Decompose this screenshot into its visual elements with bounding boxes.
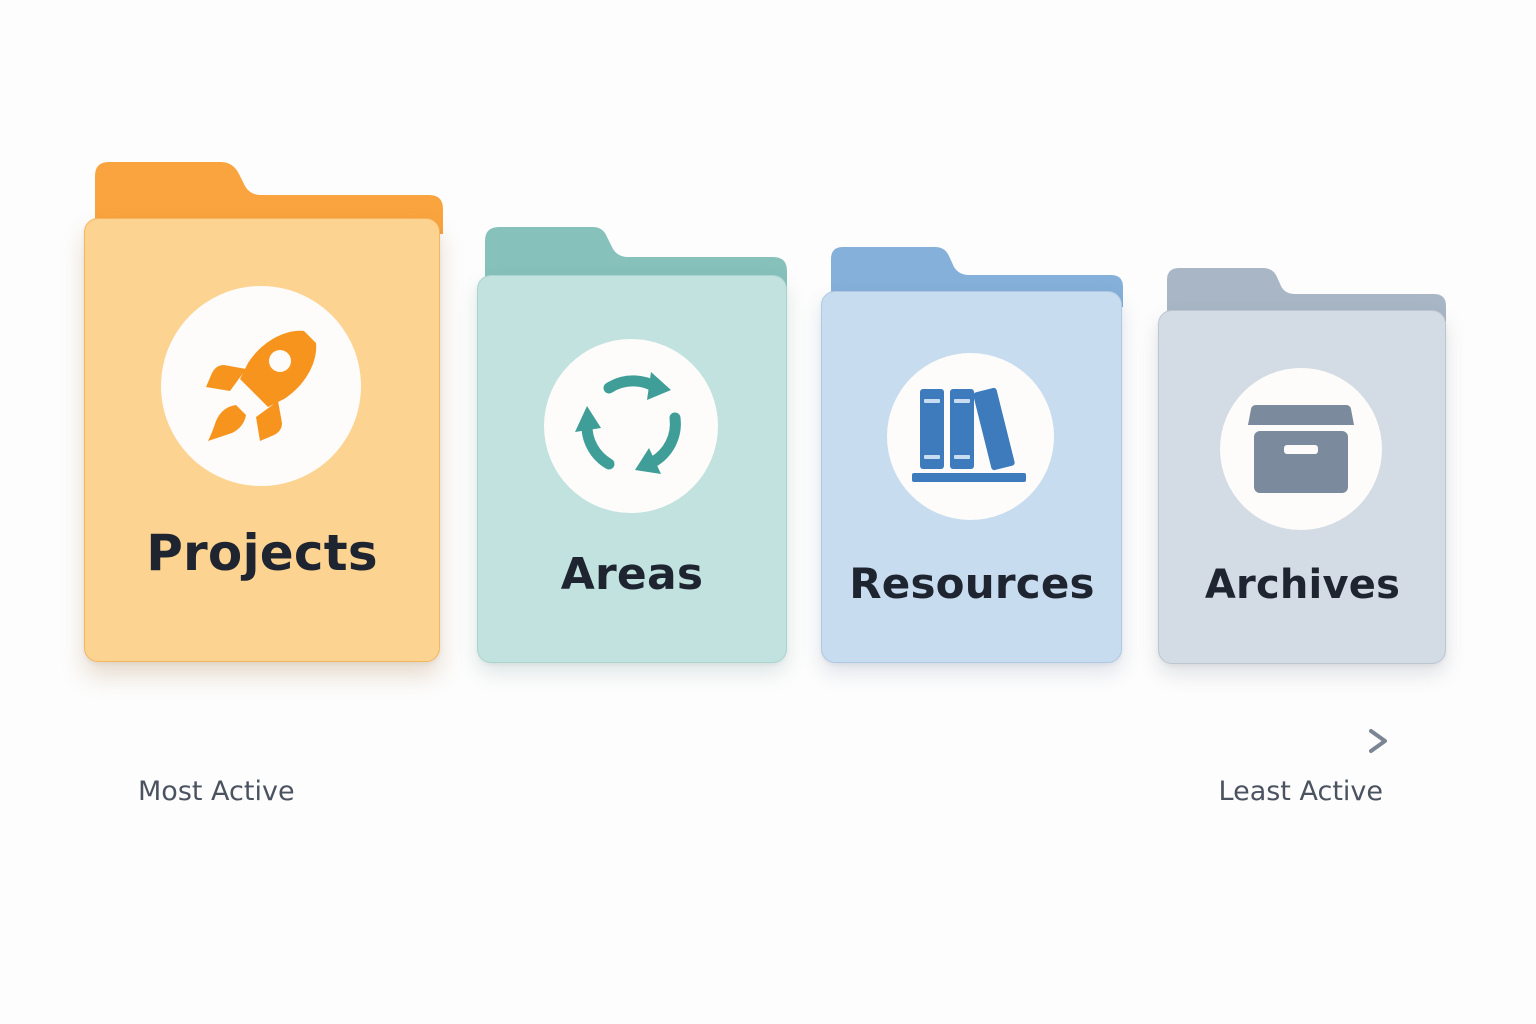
folder-areas[interactable]: Areas: [477, 227, 787, 663]
icon-circle: [887, 353, 1054, 520]
folder-label: Projects: [146, 524, 378, 582]
books-icon: [911, 387, 1026, 482]
folder-label: Resources: [849, 559, 1095, 608]
folder-tab: [95, 162, 443, 234]
cycle-arrows-icon: [575, 372, 681, 474]
folder-archives[interactable]: Archives: [1158, 268, 1447, 664]
icon-circle: [1220, 368, 1382, 530]
rocket-icon: [206, 330, 317, 441]
scale-start-label: Most Active: [138, 776, 295, 807]
activity-scale-arrow: [133, 729, 1387, 753]
icon-circle: [544, 339, 718, 513]
folder-resources[interactable]: Resources: [821, 247, 1123, 663]
icon-circle: [161, 286, 361, 486]
scale-end-label: Least Active: [1218, 776, 1383, 807]
folder-projects[interactable]: Projects: [84, 162, 443, 662]
folder-tab: [1167, 268, 1446, 322]
archive-box-icon: [1248, 405, 1354, 493]
folder-label: Areas: [560, 549, 704, 600]
folder-label: Archives: [1204, 562, 1401, 608]
